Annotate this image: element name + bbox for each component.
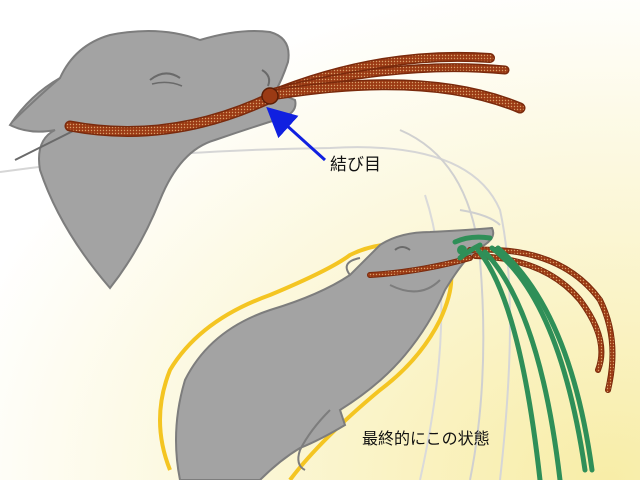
small-ear [345, 257, 361, 276]
bedding-line-2 [399, 129, 485, 480]
rope-knot [261, 87, 279, 105]
eye-line-2 [151, 81, 183, 87]
calf-head-closeup [8, 30, 297, 290]
jaw-line [14, 129, 76, 161]
eye-line [149, 72, 181, 81]
small-eye [394, 246, 411, 251]
rope-top [64, 51, 526, 137]
calf-full-body [175, 226, 495, 480]
leg-line [297, 409, 331, 471]
nostril-line [261, 69, 271, 87]
neck-line [389, 279, 441, 293]
arrow-icon [266, 106, 327, 162]
final-state-label: 最終的にこの状態 [362, 429, 490, 448]
knot-label: 結び目 [330, 155, 381, 175]
rope-green [452, 234, 595, 480]
ear-line [11, 77, 61, 123]
bedding-line-4 [459, 209, 501, 226]
